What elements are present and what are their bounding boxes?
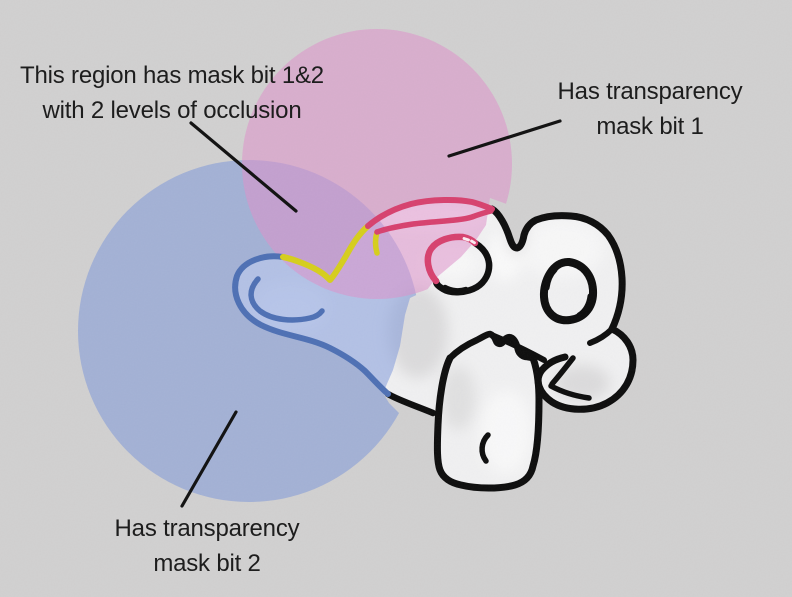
annotation-mask1-line1: Has transparency bbox=[557, 78, 743, 105]
annotation-occlusion-line2: with 2 levels of occlusion bbox=[42, 97, 302, 124]
annotation-occlusion: This region has mask bit 1&2 with 2 leve… bbox=[12, 58, 332, 128]
annotation-mask2: Has transparency mask bit 2 bbox=[47, 511, 367, 581]
annotation-mask2-line1: Has transparency bbox=[114, 515, 300, 542]
annotation-mask1: Has transparency mask bit 1 bbox=[490, 74, 792, 144]
leader-lines bbox=[180, 119, 562, 508]
leader-line-mask2 bbox=[180, 410, 238, 508]
leader-line-mask1 bbox=[447, 119, 562, 158]
annotation-occlusion-line1: This region has mask bit 1&2 bbox=[20, 62, 324, 89]
annotation-mask2-line2: mask bit 2 bbox=[153, 550, 261, 577]
annotation-mask1-line2: mask bit 1 bbox=[596, 113, 704, 140]
leader-line-occlusion bbox=[189, 121, 298, 213]
